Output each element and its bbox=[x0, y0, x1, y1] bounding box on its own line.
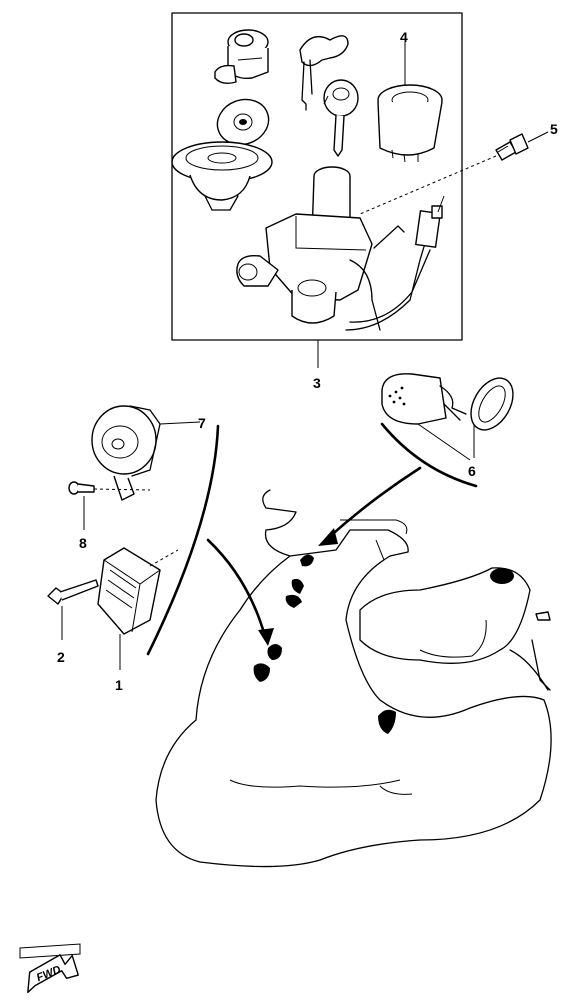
part-7-horn bbox=[91, 405, 201, 501]
part-6-socket bbox=[380, 373, 514, 488]
seat-lock-cylinder bbox=[214, 29, 269, 85]
part-2-bolt bbox=[47, 579, 99, 640]
part-8-screw bbox=[68, 481, 151, 530]
leader-arrows bbox=[146, 424, 422, 656]
motorcycle-outline bbox=[155, 489, 552, 868]
callout-5: 5 bbox=[550, 121, 558, 137]
callout-7: 7 bbox=[198, 415, 206, 431]
fuel-tank-cap bbox=[171, 98, 273, 211]
callout-8: 8 bbox=[79, 535, 87, 551]
callout-3: 3 bbox=[313, 375, 321, 391]
callout-1: 1 bbox=[115, 677, 123, 693]
main-switch-assembly bbox=[236, 166, 445, 331]
callout-2: 2 bbox=[57, 649, 65, 665]
part-5-screw bbox=[359, 131, 549, 215]
lock-set-box bbox=[171, 12, 463, 368]
key-set bbox=[299, 35, 359, 157]
fwd-arrow-icon: FWD bbox=[19, 943, 81, 994]
part-1-regulator bbox=[97, 547, 179, 670]
part-4-cover bbox=[377, 42, 443, 163]
callout-4: 4 bbox=[400, 29, 408, 45]
callout-labels: 4 5 3 7 6 8 2 1 bbox=[57, 29, 558, 693]
callout-6: 6 bbox=[468, 463, 476, 479]
